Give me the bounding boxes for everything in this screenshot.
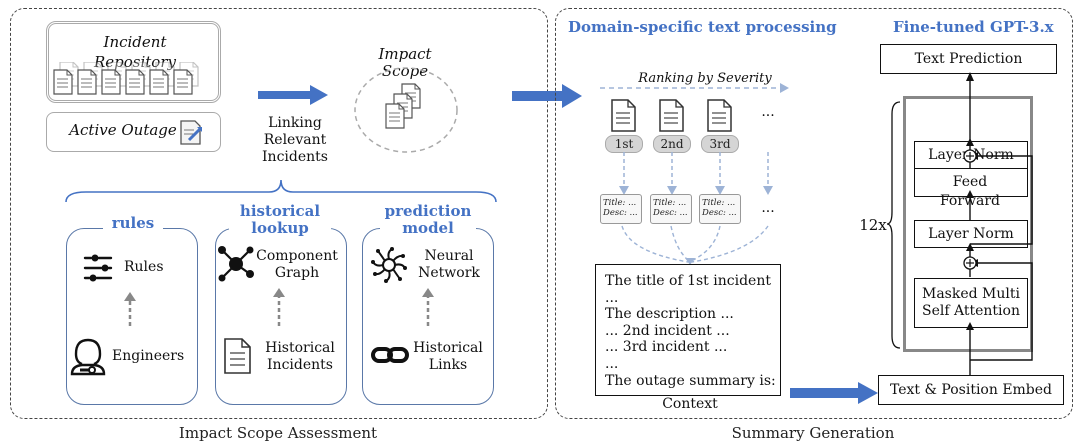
card-desc: Desc: ... xyxy=(702,208,737,218)
neural-network-label: Neural Network xyxy=(418,248,480,281)
repeat-brace xyxy=(886,101,901,349)
prediction-model-tag: prediction model xyxy=(380,203,476,237)
rank-document-3 xyxy=(707,99,732,132)
impact-scope-panel xyxy=(10,8,548,419)
incident-card-1: Title: ... Desc: ... xyxy=(600,194,642,224)
model-title: Fine-tuned GPT-3.x xyxy=(893,18,1054,36)
repository-documents xyxy=(53,62,199,95)
card-desc: Desc: ... xyxy=(653,208,688,218)
text-processing-title: Domain-specific text processing xyxy=(568,18,837,36)
converge-arrows xyxy=(621,225,769,265)
component-graph-label: Component Graph xyxy=(256,248,338,281)
document-icon xyxy=(224,338,251,374)
historical-links-label: Historical Links xyxy=(413,340,483,373)
context-label: Context xyxy=(662,396,718,412)
historical-incidents-label: Historical Incidents xyxy=(265,340,335,373)
rank-to-card-arrows xyxy=(619,152,773,195)
rules-tag: rules xyxy=(103,215,163,232)
linking-label: Linking Relevant Incidents xyxy=(262,115,328,165)
rank-pill-2: 2nd xyxy=(653,135,691,153)
impact-scope-caption: Impact Scope Assessment xyxy=(178,424,378,442)
card-ellipsis: ... xyxy=(761,200,775,216)
graph-icon xyxy=(218,246,254,282)
context-line-2: ... xyxy=(605,289,619,306)
context-line-5: ... 3rd incident ... xyxy=(605,339,728,356)
rank-document-1 xyxy=(611,99,636,132)
context-line-1: The title of 1st incident xyxy=(605,273,771,289)
engineer-icon xyxy=(70,338,106,376)
model-connectors xyxy=(963,72,1033,375)
rank-document-2 xyxy=(659,99,684,132)
text-prediction-box: Text Prediction xyxy=(880,44,1057,74)
outage-document-icon xyxy=(180,120,202,145)
panel-transition-arrow xyxy=(512,84,582,108)
embed-box: Text & Position Embed xyxy=(878,375,1064,405)
card-title: Title: ... xyxy=(653,198,687,208)
link-icon xyxy=(371,347,409,363)
summary-generation-caption: Summary Generation xyxy=(731,424,895,442)
impact-scope-label: Impact Scope xyxy=(378,45,432,80)
context-box: The title of 1st incident ... The descri… xyxy=(595,264,781,396)
context-line-6: ... xyxy=(605,355,619,372)
context-line-7: The outage summary is: xyxy=(605,372,776,389)
summary-generation-panel xyxy=(555,8,1073,419)
card-desc: Desc: ... xyxy=(603,208,638,218)
repeat-label: 12x xyxy=(859,216,887,234)
rank-pill-1: 1st xyxy=(605,135,643,153)
ranking-label: Ranking by Severity xyxy=(638,71,772,86)
impact-scope-cluster xyxy=(354,67,458,153)
historical-up-arrow xyxy=(273,288,285,326)
brace xyxy=(65,179,497,203)
card-title: Title: ... xyxy=(603,198,637,208)
incident-card-3: Title: ... Desc: ... xyxy=(699,194,741,224)
context-line-4: ... 2nd incident ... xyxy=(605,322,730,339)
neural-network-icon xyxy=(371,247,407,283)
rules-label: Rules xyxy=(124,259,164,275)
ranking-arrow xyxy=(600,83,789,93)
incident-card-2: Title: ... Desc: ... xyxy=(650,194,692,224)
engineers-label: Engineers xyxy=(112,348,185,364)
sliders-icon xyxy=(83,254,113,282)
context-to-embed-arrow xyxy=(790,382,878,404)
link-arrow xyxy=(258,85,328,105)
prediction-up-arrow xyxy=(422,288,434,326)
card-title: Title: ... xyxy=(702,198,736,208)
active-outage-label: Active Outage xyxy=(69,121,177,139)
attention-box: Masked Multi Self Attention xyxy=(914,278,1028,328)
rank-pill-3: 3rd xyxy=(701,135,739,153)
rank-ellipsis: ... xyxy=(761,104,775,120)
historical-lookup-tag: historical lookup xyxy=(229,203,331,237)
context-line-3: The description ... xyxy=(605,306,734,323)
rules-up-arrow xyxy=(124,292,136,326)
